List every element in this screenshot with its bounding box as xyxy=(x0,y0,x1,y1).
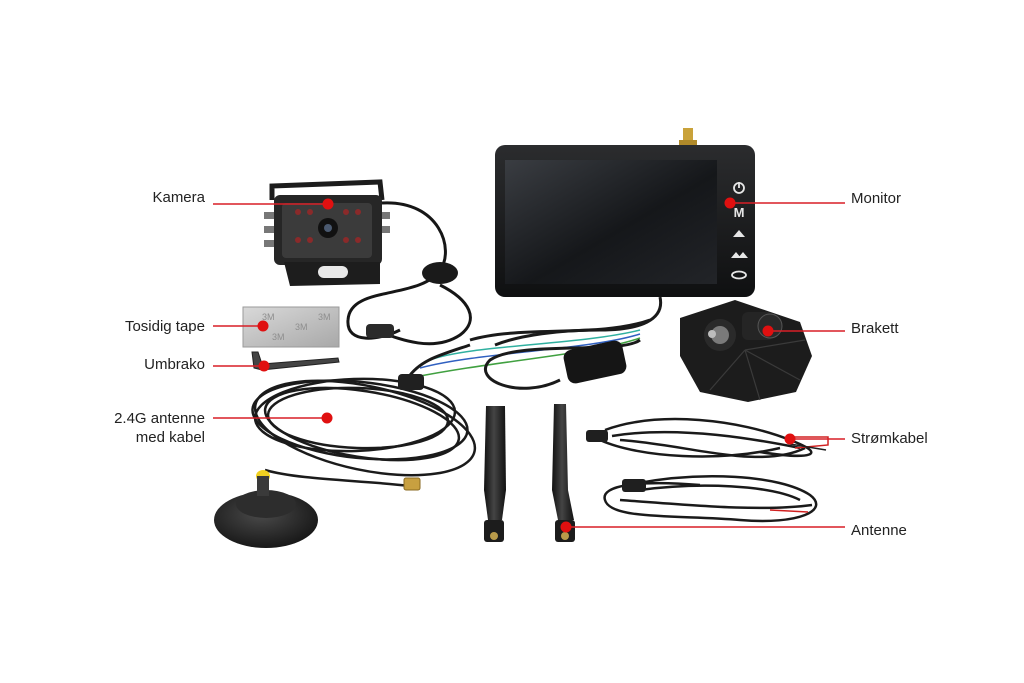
link-icon xyxy=(731,270,747,280)
monitor: M xyxy=(398,128,755,390)
tape-print-1: 3M xyxy=(262,312,275,322)
double-arrow-icon xyxy=(731,252,748,258)
rod-antennas xyxy=(484,404,575,542)
callout-dot-brakett xyxy=(762,325,774,337)
monitor-button-column: M xyxy=(731,182,748,280)
rod-antenna-left xyxy=(484,406,506,542)
callout-dot-tape xyxy=(257,320,269,332)
label-stromkabel: Strømkabel xyxy=(851,430,928,447)
callout-dot-monitor xyxy=(724,197,736,209)
up-arrow-icon xyxy=(733,230,745,237)
callout-dot-antenne xyxy=(560,521,572,533)
label-umbrako: Umbrako xyxy=(144,356,205,373)
label-monitor: Monitor xyxy=(851,190,902,207)
double-sided-tape: 3M 3M 3M 3M xyxy=(242,306,340,348)
power-cable xyxy=(586,417,829,459)
tape-print-2: 3M xyxy=(295,322,308,332)
camera xyxy=(264,179,472,346)
rod-antenna-right xyxy=(552,404,575,542)
label-antenne: Antenne xyxy=(851,522,907,539)
magnetic-antenna-with-cable xyxy=(214,377,477,548)
menu-M-icon: M xyxy=(734,205,745,220)
label-tosidig-tape: Tosidig tape xyxy=(124,318,205,335)
callout-dot-stromkabel xyxy=(784,433,796,445)
label-brakett: Brakett xyxy=(851,320,899,337)
label-kamera: Kamera xyxy=(152,189,205,206)
label-2-4g-antenne-line2: med kabel xyxy=(135,429,205,446)
label-2-4g-antenne-line1: 2.4G antenne xyxy=(114,410,205,427)
callout-dot-2-4g-antenne xyxy=(321,412,333,424)
mounting-bracket xyxy=(680,300,812,402)
extension-cable xyxy=(603,475,818,523)
tape-print-4: 3M xyxy=(272,332,285,342)
callouts xyxy=(213,197,845,533)
callout-dot-kamera xyxy=(322,198,334,210)
tape-print-3: 3M xyxy=(318,312,331,322)
callout-dot-umbrako xyxy=(258,360,270,372)
hex-key xyxy=(251,351,340,371)
